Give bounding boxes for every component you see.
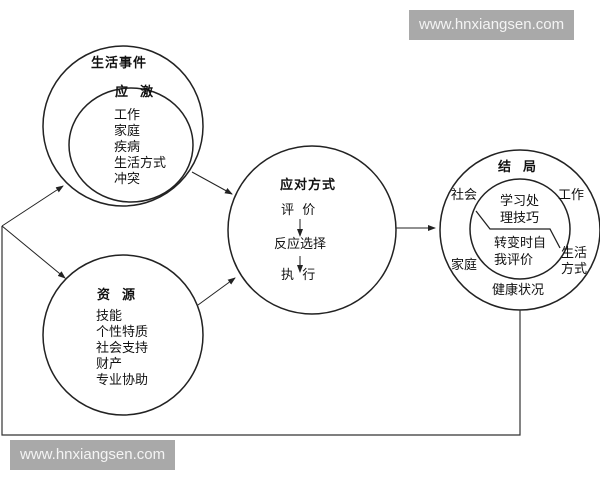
arrow-resources-to-coping	[197, 277, 236, 306]
arrow-to-life-events	[1, 185, 64, 227]
coping-step-execute: 执 行	[281, 268, 316, 283]
stress-item: 家庭	[114, 124, 141, 139]
outcome-inner-lower-line2: 我评价	[494, 253, 534, 268]
outcome-lifestyle-line2: 方式	[561, 262, 588, 277]
outcome-lifestyle-line1: 生活	[561, 246, 588, 261]
outcome-inner-circle	[469, 178, 571, 280]
stress-inner-circle	[68, 87, 194, 203]
stress-item: 疾病	[114, 140, 141, 155]
coping-step-evaluate: 评 价	[281, 203, 316, 218]
outcome-health: 健康状况	[492, 283, 545, 298]
resources-title: 资 源	[97, 288, 137, 303]
stress-item: 生活方式	[114, 156, 167, 171]
outcome-divider-line	[475, 210, 561, 249]
outcome-work: 工作	[558, 188, 585, 203]
outcome-family: 家庭	[451, 258, 478, 273]
outcome-society: 社会	[451, 188, 478, 203]
stress-item: 工作	[114, 108, 141, 123]
life-events-title: 生活事件	[91, 56, 148, 71]
resource-item: 财产	[96, 357, 123, 372]
resources-circle	[42, 254, 204, 416]
resource-item: 技能	[96, 309, 123, 324]
resource-item: 专业协助	[96, 373, 149, 388]
coping-title: 应对方式	[280, 178, 337, 193]
outcome-inner-lower-line1: 转变时自	[494, 236, 547, 251]
resource-item: 个性特质	[96, 325, 149, 340]
resource-item: 社会支持	[96, 341, 149, 356]
stress-title: 应 激	[115, 85, 155, 100]
watermark-bottom: www.hnxiangsen.com	[10, 440, 176, 470]
outcome-inner-upper-line2: 理技巧	[500, 211, 540, 226]
coping-circle	[227, 145, 397, 315]
life-events-outer-circle	[42, 45, 204, 207]
stress-list: 工作 家庭 疾病 生活方式 冲突	[114, 108, 166, 188]
watermark-top: www.hnxiangsen.com	[409, 10, 575, 40]
outcome-title: 结 局	[498, 160, 538, 175]
arrow-to-resources	[1, 225, 66, 279]
outcome-inner-upper-line1: 学习处	[500, 194, 540, 209]
feedback-loop-line	[1, 226, 521, 436]
arrow-life-events-to-coping	[191, 171, 233, 195]
coping-step-choose: 反应选择	[274, 237, 327, 252]
stress-item: 冲突	[114, 172, 141, 187]
resources-list: 技能 个性特质 社会支持 财产 专业协助	[96, 309, 148, 389]
